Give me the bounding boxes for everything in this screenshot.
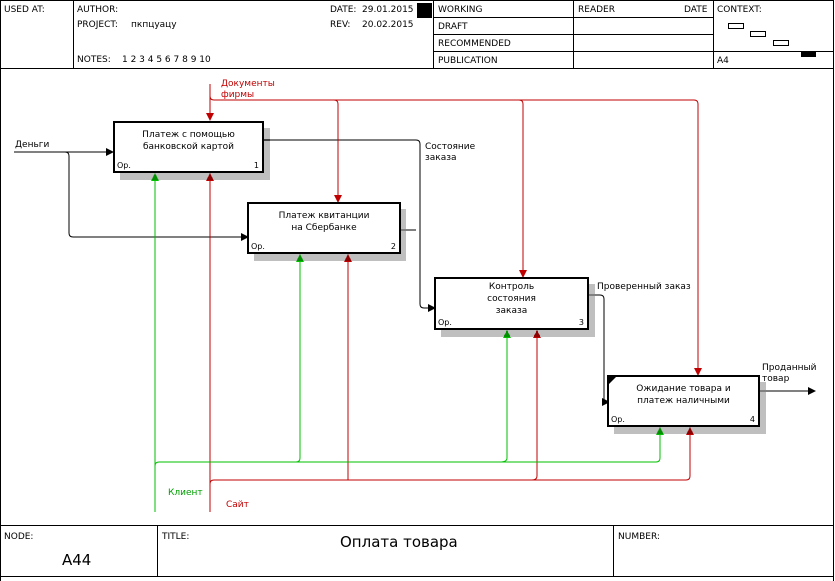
activity-box-1-label: Платеж с помощью банковской картой [142,130,235,152]
activity-box-3[interactable]: Контроль состояния заказа Ор. 3 [434,277,589,330]
date-label: DATE: [330,5,357,15]
activity-box-2-label: Платеж квитанции на Сбербанке [278,211,370,233]
activity-box-4-op: Ор. [611,415,625,424]
label-order-state-2: заказа [425,153,457,163]
activity-box-3-op: Ор. [438,318,452,327]
activity-box-2[interactable]: Платеж квитанции на Сбербанке Ор. 2 [247,202,401,254]
label-documents-2: фирмы [221,90,255,100]
author-label: AUTHOR: [77,5,119,15]
activity-box-1-number: 1 [253,161,259,170]
arrow-client [151,173,664,512]
label-sold-2: товар [762,374,790,384]
rev-value: 20.02.2015 [362,20,414,30]
status-publication: PUBLICATION [438,56,498,66]
working-status-marker [417,3,432,18]
label-site: Сайт [226,500,249,510]
node-label: NODE: [4,532,34,542]
node-value: А44 [62,551,92,569]
diagram-title: Оплата товара [340,533,458,551]
status-draft: DRAFT [438,22,468,32]
activity-box-4-corner-mark [609,377,616,384]
label-order-state-1: Состояние [425,142,476,152]
activity-box-1-op: Ор. [117,161,131,170]
project-value: пкпцуацу [131,20,177,30]
label-client: Клиент [168,488,203,498]
context-label: CONTEXT: [717,5,762,15]
date-value: 29.01.2015 [362,5,414,15]
arrow-site [206,173,694,512]
number-label: NUMBER: [618,532,660,542]
activity-box-4-label: Ожидание товара и платеж наличными [636,384,731,406]
label-checked-order: Проверенный заказ [597,282,691,292]
context-value: A4 [717,56,729,66]
arrow-money [14,148,249,241]
activity-box-3-label: Контроль состояния заказа [487,282,536,316]
label-documents-1: Документы [221,79,275,89]
notes-label: NOTES: [77,55,111,65]
arrow-checked-order [589,294,610,406]
status-working: WORKING [438,5,483,15]
activity-box-2-op: Ор. [251,242,265,251]
reader-date-label: DATE [684,5,708,15]
status-recommended: RECOMMENDED [438,39,511,49]
arrow-documents [206,84,702,376]
activity-box-2-number: 2 [390,242,396,251]
title-label: TITLE: [162,532,190,542]
project-label: PROJECT: [77,20,118,30]
used-at-label: USED AT: [4,5,45,15]
notes-numbers: 1 2 3 4 5 6 7 8 9 10 [122,55,211,65]
label-money: Деньги [15,140,50,150]
rev-label: REV: [330,20,351,30]
label-sold-1: Проданный [762,363,817,373]
activity-box-1[interactable]: Платеж с помощью банковской картой Ор. 1 [113,121,264,173]
activity-box-3-number: 3 [578,318,584,327]
reader-label: READER [578,5,615,15]
activity-box-4[interactable]: Ожидание товара и платеж наличными Ор. 4 [607,375,760,427]
activity-box-4-number: 4 [749,415,755,424]
